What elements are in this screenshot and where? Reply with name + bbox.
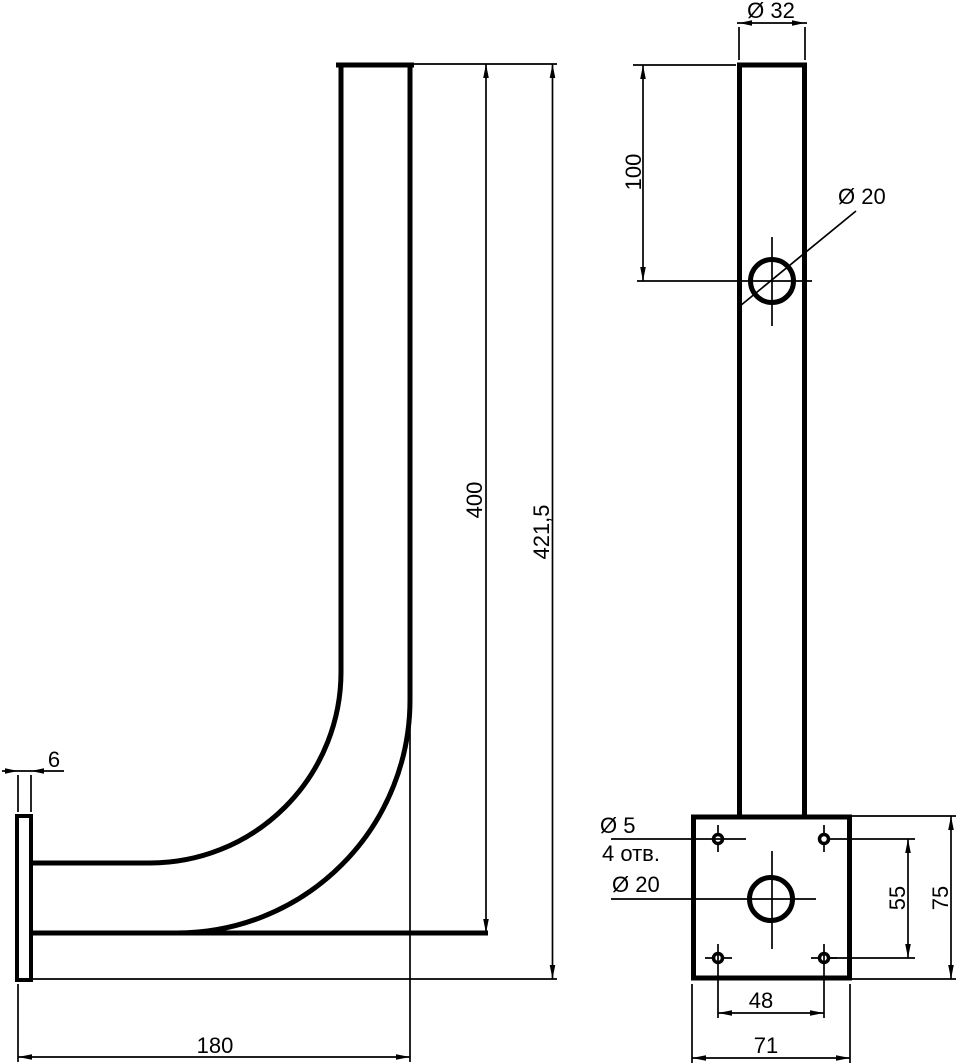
label-plate-holes: Ø 5 4 отв. xyxy=(600,813,746,866)
dim-plate-height: 75 xyxy=(852,815,956,980)
arrow xyxy=(905,839,911,853)
extension-line xyxy=(830,838,915,959)
dim-holes-horizontal-label: 48 xyxy=(749,988,773,1013)
dim-plate-width-label: 71 xyxy=(754,1033,778,1058)
arrow xyxy=(640,65,646,79)
dim-tube-diameter-label: Ø 32 xyxy=(747,0,795,23)
dim-hole-offset: 100 xyxy=(621,64,812,282)
arrow xyxy=(792,20,805,26)
dim-arm-length: 180 xyxy=(17,703,411,1062)
extension-line xyxy=(738,27,806,60)
arrow xyxy=(483,919,489,933)
extension-line xyxy=(691,984,851,1063)
extension-line xyxy=(17,703,411,1062)
arrow xyxy=(718,1010,732,1016)
label-center-hole: Ø 20 xyxy=(612,872,660,897)
dim-holes-horizontal: 48 xyxy=(717,944,825,1018)
dim-holes-vertical-label: 55 xyxy=(885,886,910,910)
arrow xyxy=(692,1055,706,1061)
wall-plate-edge xyxy=(15,814,33,982)
dim-plate-thickness-label: 6 xyxy=(48,747,60,772)
arrow xyxy=(810,1010,824,1016)
tube-outer-contour xyxy=(176,65,413,936)
dim-tube-diameter: Ø 32 xyxy=(737,0,807,60)
arrow xyxy=(18,1054,32,1060)
front-view xyxy=(15,62,488,982)
arrow xyxy=(549,965,556,979)
arrow xyxy=(483,64,489,78)
plate-hole-count-label: 4 отв. xyxy=(602,841,660,866)
leader-line xyxy=(739,210,857,307)
arrow xyxy=(396,1054,410,1060)
dim-plate-height-label: 75 xyxy=(928,886,953,910)
tube-inner-contour xyxy=(32,65,344,866)
extension-line xyxy=(852,815,956,980)
arrow xyxy=(739,20,752,26)
dim-overall-height-label: 421,5 xyxy=(529,504,554,559)
arrow xyxy=(640,267,646,281)
arrow xyxy=(31,768,44,774)
center-hole xyxy=(747,875,795,923)
dim-arm-length-label: 180 xyxy=(197,1033,234,1058)
dim-tube-hole-diameter: Ø 20 xyxy=(739,184,886,307)
plate-hole-diameter-label: Ø 5 xyxy=(600,813,635,838)
dim-vertical-length: 400 xyxy=(33,63,557,980)
arrow xyxy=(836,1055,850,1061)
extension-line xyxy=(717,944,825,1018)
bolt-hole xyxy=(817,832,831,846)
dim-overall-height: 421,5 xyxy=(529,64,556,979)
dim-tube-hole-diameter-label: Ø 20 xyxy=(838,184,886,209)
arrow xyxy=(905,944,911,958)
dim-holes-vertical: 55 xyxy=(830,838,915,959)
extension-line xyxy=(17,775,32,812)
arrow xyxy=(549,64,556,78)
arrow xyxy=(5,768,18,774)
dim-plate-thickness: 6 xyxy=(2,747,64,812)
dim-hole-offset-label: 100 xyxy=(621,154,646,191)
center-hole-diameter-label: Ø 20 xyxy=(612,872,660,897)
arrow xyxy=(948,816,954,830)
arrow xyxy=(948,965,954,979)
dim-vertical-length-label: 400 xyxy=(462,482,487,519)
dim-plate-width: 71 xyxy=(691,984,851,1063)
